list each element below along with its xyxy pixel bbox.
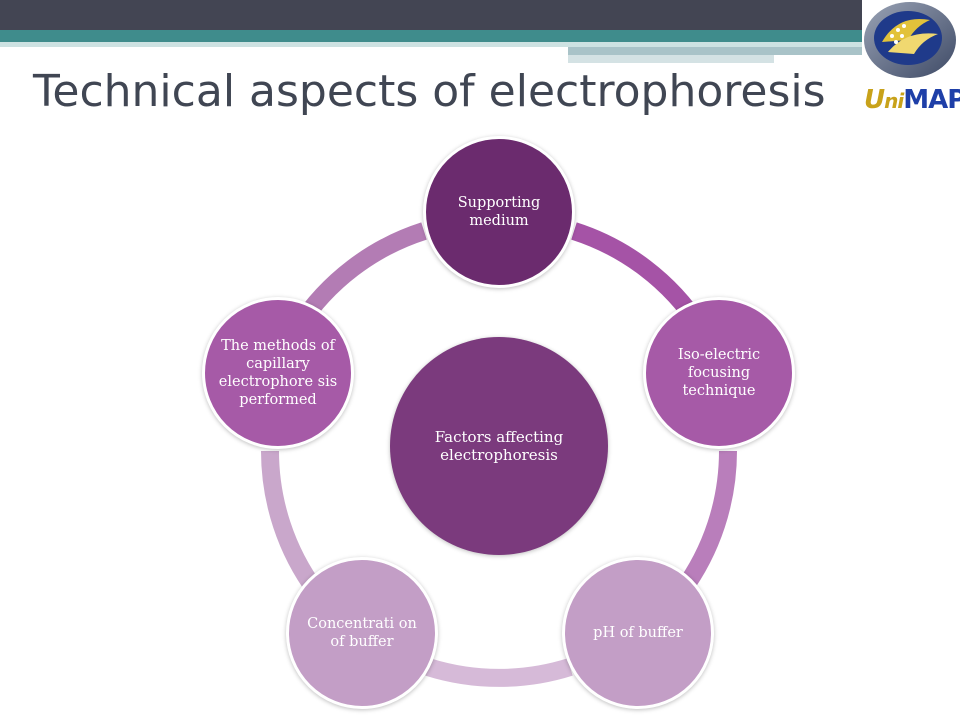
node-iso-electric-focusing: Iso-electric focusing technique <box>643 297 795 449</box>
header-bar-dark <box>0 0 862 30</box>
node-label: pH of buffer <box>593 625 683 641</box>
header-accent-bar-light <box>568 55 774 63</box>
header-bar-light <box>0 42 862 47</box>
header-bar-teal <box>0 30 862 42</box>
slide-title: Technical aspects of electrophoresis <box>33 66 826 117</box>
node-supporting-medium: Supporting medium <box>423 136 575 288</box>
center-node: Factors affecting electrophoresis <box>390 337 608 555</box>
node-label: The methods of capillary electrophore si… <box>218 338 338 408</box>
logo-emblem-icon <box>864 2 956 78</box>
header-accent-bar <box>568 47 862 55</box>
node-ph-of-buffer: pH of buffer <box>562 557 714 709</box>
node-label: Supporting medium <box>457 195 541 229</box>
logo-wordmark: UniMAP <box>864 85 960 115</box>
node-label: Concentrati on of buffer <box>307 616 417 650</box>
center-node-label: Factors affecting electrophoresis <box>434 428 564 464</box>
unimap-logo: UniMAP <box>862 0 960 120</box>
node-label: Iso-electric focusing technique <box>677 347 761 399</box>
node-capillary-methods: The methods of capillary electrophore si… <box>202 297 354 449</box>
node-concentration-of-buffer: Concentrati on of buffer <box>286 557 438 709</box>
